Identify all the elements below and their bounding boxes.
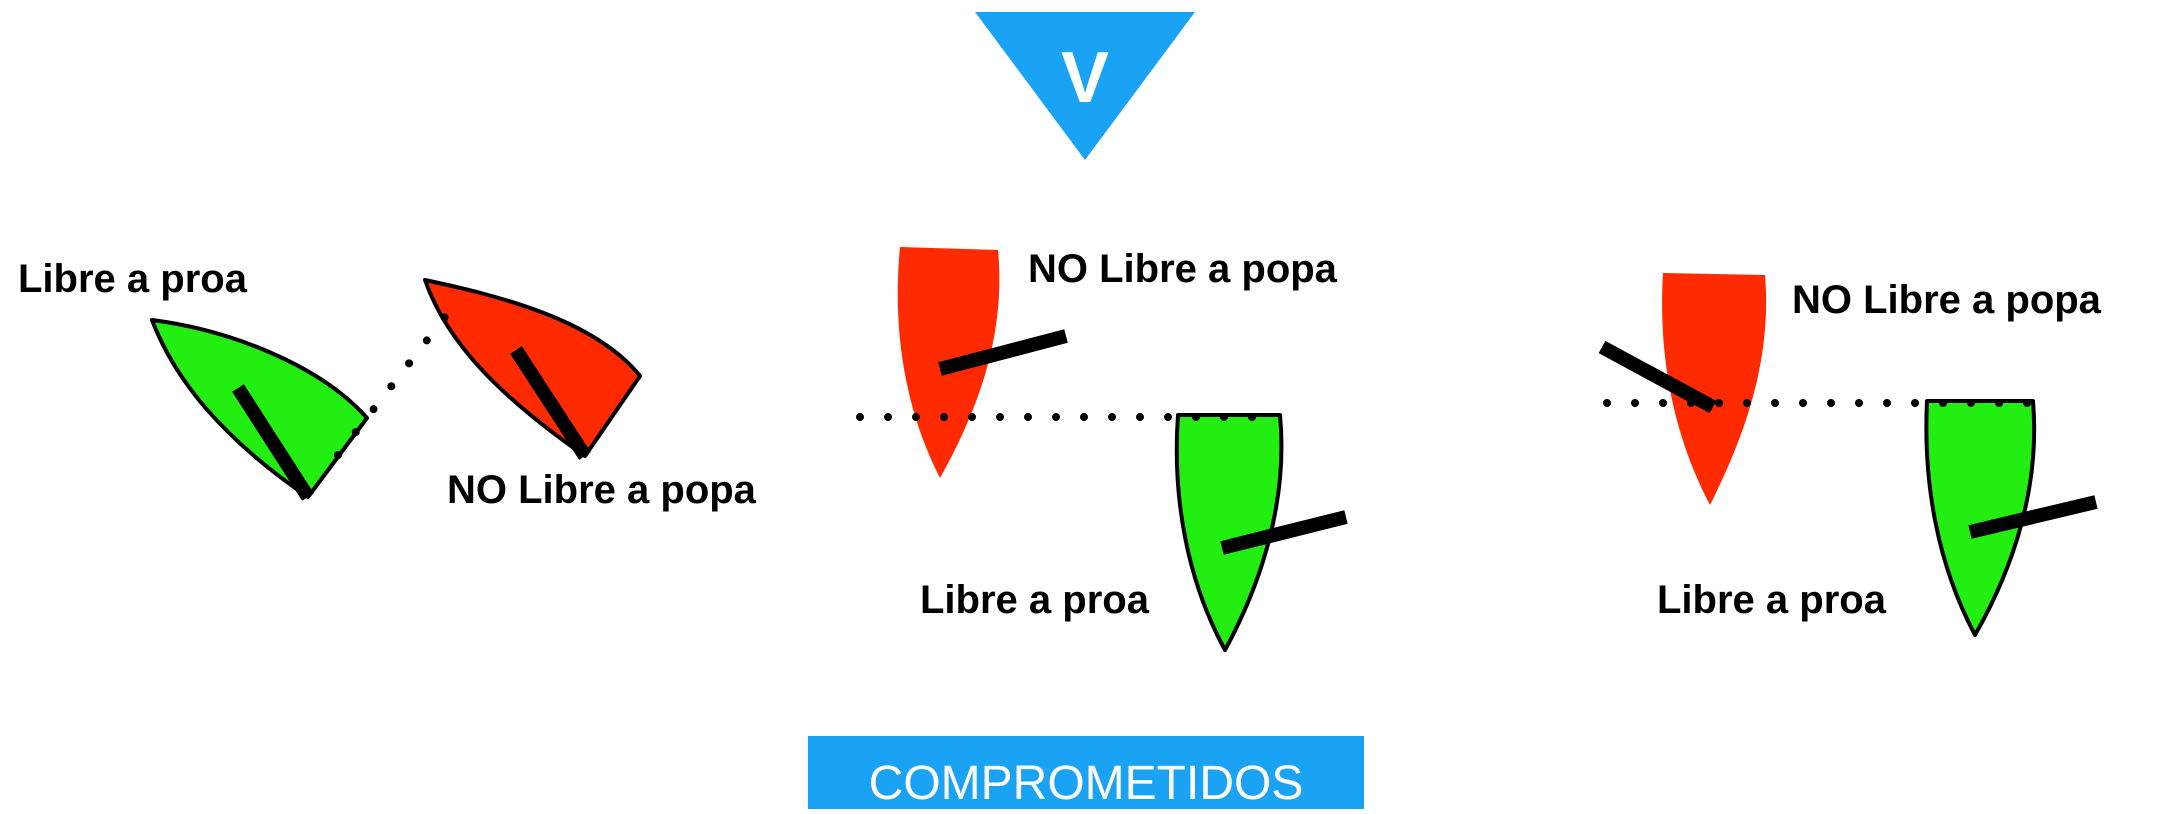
clear-ahead-label: Libre a proa [920,578,1150,622]
scenario-3: NO Libre a popa Libre a proa [1598,273,2102,637]
not-clear-astern-label: NO Libre a popa [1028,247,1338,291]
boom [1968,495,2098,539]
banner-label: COMPROMETIDOS [869,757,1304,809]
clear-ahead-boat [1924,399,2037,637]
wind-indicator: V [975,12,1195,160]
overlapped-banner: COMPROMETIDOS [808,736,1364,810]
boom [510,346,591,460]
banner-background [808,736,1364,809]
boom [1220,510,1348,555]
clear-ahead-label: Libre a proa [18,257,248,301]
boom [938,329,1068,376]
not-clear-astern-label: NO Libre a popa [1792,278,2102,322]
clear-ahead-boat [1174,413,1284,652]
scenario-1: Libre a proa NO Libre a popa [18,257,757,512]
scenario-2: NO Libre a popa Libre a proa [856,247,1348,652]
wind-letter: V [1061,38,1109,118]
overlap-line [334,304,456,459]
not-clear-astern-boat [1662,273,1767,505]
clear-ahead-label: Libre a proa [1657,578,1887,622]
not-clear-astern-label: NO Libre a popa [447,468,757,512]
clear-ahead-boat [150,318,369,499]
boom [1598,340,1717,414]
wind-triangle [975,12,1195,160]
boom [232,384,314,501]
